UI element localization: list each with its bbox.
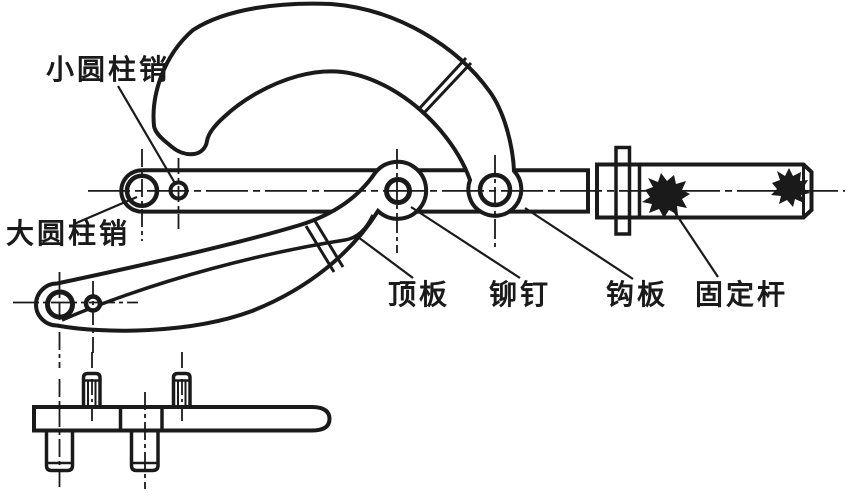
leader-hook-plate bbox=[524, 207, 634, 280]
leader-top-plate bbox=[357, 236, 414, 279]
label-hook-plate: 钩板 bbox=[606, 278, 669, 311]
hook-plate-outline bbox=[151, 1, 524, 218]
label-top-plate: 顶板 bbox=[388, 278, 451, 311]
top-plate-outline bbox=[34, 159, 429, 333]
leader-lines bbox=[73, 85, 719, 280]
leader-small-pin bbox=[117, 85, 177, 186]
leader-large-pin bbox=[73, 195, 138, 226]
centerlines bbox=[13, 149, 845, 489]
label-fixed-rod: 固定杆 bbox=[695, 278, 789, 311]
top-plate-weld-seam bbox=[304, 220, 345, 273]
hook-plate-weld-seam bbox=[416, 56, 473, 116]
weld-blob-left bbox=[642, 173, 690, 218]
leader-fixed-rod bbox=[667, 201, 719, 278]
label-rivet: 铆钉 bbox=[489, 278, 552, 311]
label-large-pin: 大圆柱销 bbox=[6, 217, 131, 250]
label-small-pin: 小圆柱销 bbox=[46, 53, 171, 86]
leader-rivet bbox=[410, 206, 521, 279]
top-plate-bend-edge bbox=[61, 214, 375, 322]
weld-blob-right bbox=[771, 168, 810, 207]
